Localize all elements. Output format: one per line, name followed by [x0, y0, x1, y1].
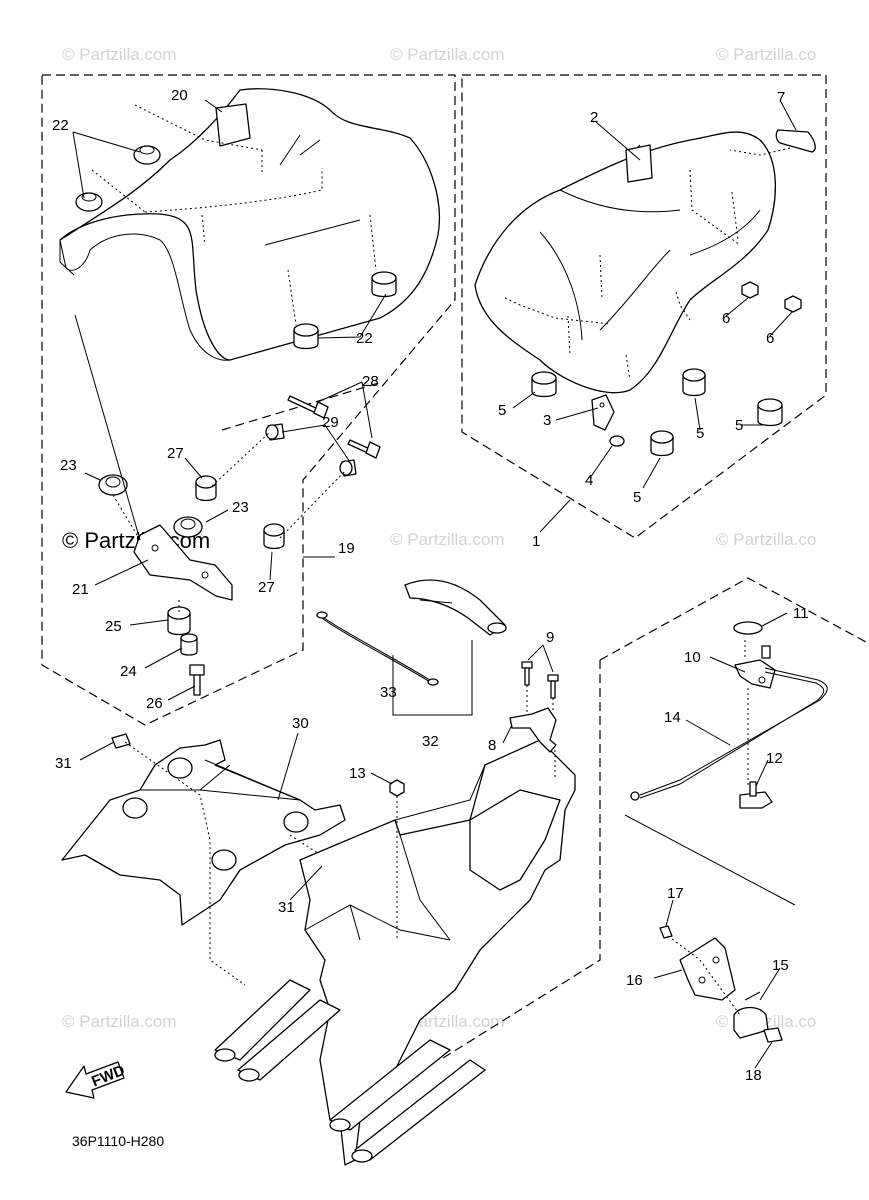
- callout-27: 27: [258, 579, 275, 596]
- callout-labels: 20 22 22 2 7 6 6 5 3 4 5 5 5 1 28 29 27 …: [52, 87, 809, 1084]
- callout-20: 20: [171, 87, 188, 104]
- callout-1: 1: [532, 533, 540, 550]
- callout-11: 11: [793, 605, 809, 622]
- seat-cover-7: [775, 129, 816, 153]
- watermark: © Partzilla.co: [716, 530, 816, 549]
- callout-6: 6: [766, 330, 774, 347]
- seat-bracket-19: [74, 314, 381, 696]
- rider-seat: [59, 88, 441, 361]
- callout-23: 23: [60, 457, 77, 474]
- callout-29: 29: [322, 414, 339, 431]
- watermark: © Partzilla.co: [716, 45, 816, 64]
- callout-25: 25: [105, 618, 122, 635]
- fwd-arrow-icon: FWD: [65, 1061, 127, 1099]
- tool-bag-32: [316, 579, 507, 716]
- callout-4: 4: [585, 472, 593, 489]
- callout-21: 21: [72, 581, 89, 598]
- callout-5: 5: [735, 417, 743, 434]
- seat-hook-3: [591, 394, 625, 447]
- callout-33: 33: [380, 684, 397, 701]
- callout-18: 18: [745, 1067, 762, 1084]
- watermark: © Partzilla.com: [390, 45, 505, 64]
- callout-6: 6: [722, 310, 730, 327]
- callout-22: 22: [52, 117, 69, 134]
- callout-8: 8: [488, 737, 496, 754]
- callout-16: 16: [626, 972, 643, 989]
- callout-7: 7: [777, 89, 785, 106]
- group-boundaries: [41, 74, 867, 1061]
- callout-15: 15: [772, 957, 789, 974]
- callout-22: 22: [356, 330, 373, 347]
- callout-5: 5: [696, 425, 704, 442]
- callout-31: 31: [55, 755, 72, 772]
- callout-31: 31: [278, 899, 295, 916]
- callout-9: 9: [546, 629, 554, 646]
- callout-19: 19: [338, 540, 355, 557]
- watermark: © Partzilla.com: [62, 45, 177, 64]
- watermark: © Partzilla.com: [390, 530, 505, 549]
- leader-lines: [72, 99, 797, 1069]
- seat-lock-15: [659, 925, 783, 1043]
- watermark: © Partzilla.com: [62, 1012, 177, 1031]
- callout-10: 10: [684, 649, 701, 666]
- callout-32: 32: [422, 733, 439, 750]
- nut-6: [741, 281, 802, 313]
- callout-27: 27: [167, 445, 184, 462]
- callout-24: 24: [120, 663, 137, 680]
- fwd-label: FWD: [89, 1062, 127, 1091]
- callout-5: 5: [633, 489, 641, 506]
- damper-22: [75, 145, 397, 350]
- callout-12: 12: [766, 750, 783, 767]
- callout-14: 14: [664, 709, 681, 726]
- callout-28: 28: [362, 373, 379, 390]
- callout-30: 30: [292, 715, 309, 732]
- damper-5: [531, 368, 783, 457]
- passenger-seat: [474, 131, 791, 394]
- callout-2: 2: [590, 109, 598, 126]
- callout-26: 26: [146, 695, 163, 712]
- seat-lock-cable-14: [630, 621, 828, 809]
- callout-23: 23: [232, 499, 249, 516]
- callout-5: 5: [498, 402, 506, 419]
- callout-13: 13: [349, 765, 366, 782]
- diagram-code: 36P1110-H280: [72, 1133, 164, 1149]
- callout-17: 17: [667, 885, 684, 902]
- callout-3: 3: [543, 412, 551, 429]
- rear-frame: [214, 661, 576, 1166]
